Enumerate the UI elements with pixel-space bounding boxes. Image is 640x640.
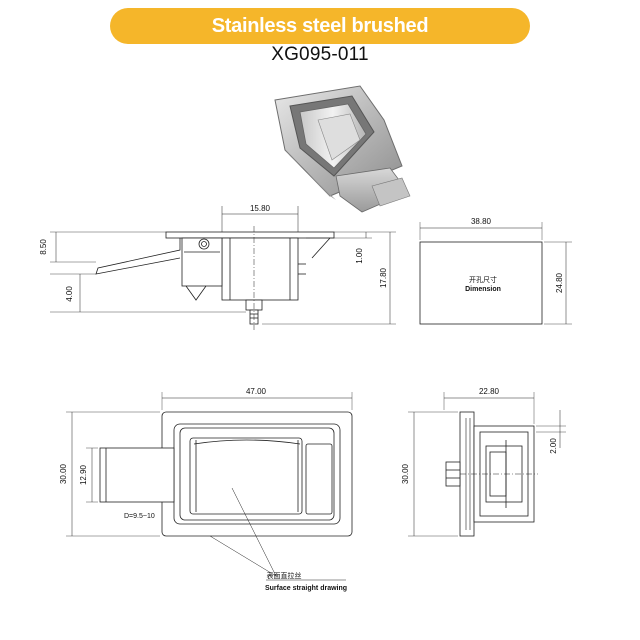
dim-front-handle-height: 12.90 (79, 464, 88, 485)
dim-side-right-small: 1.00 (355, 248, 364, 264)
cutout-label-cn: 开孔尺寸 (469, 275, 497, 284)
right-view (408, 392, 566, 537)
dim-right-height: 30.00 (401, 463, 410, 484)
dim-cutout-width: 38.80 (471, 217, 492, 226)
dim-cutout-height: 24.80 (555, 272, 564, 293)
dim-side-right-height: 17.80 (379, 267, 388, 288)
front-view (66, 392, 353, 581)
title-banner: Stainless steel brushed (110, 8, 530, 44)
hole-note: D=9.5~10 (124, 513, 155, 520)
cutout-view (419, 222, 572, 325)
surface-label-cn: 表面直拉丝 (267, 571, 302, 580)
dim-side-left-height: 8.50 (39, 239, 48, 255)
cutout-label-en: Dimension (465, 286, 501, 293)
side-view (50, 206, 396, 330)
dim-right-small: 2.00 (549, 438, 558, 454)
dim-side-bottom: 4.00 (65, 286, 74, 302)
product-title: Stainless steel brushed (211, 14, 429, 37)
dim-front-height: 30.00 (59, 463, 68, 484)
product-photo (274, 85, 411, 213)
dim-right-width: 22.80 (479, 387, 500, 396)
dim-front-width: 47.00 (246, 387, 267, 396)
surface-label-en: Surface straight drawing (265, 585, 347, 592)
dim-side-width: 15.80 (250, 204, 271, 213)
model-number: XG095-011 (271, 44, 369, 65)
